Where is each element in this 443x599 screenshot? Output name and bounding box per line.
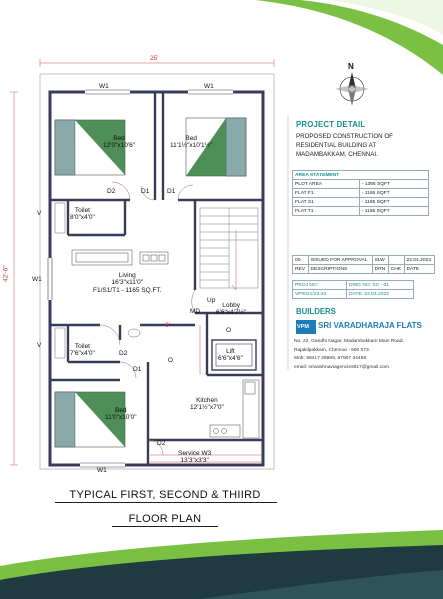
email-line: email: srivaishnaviagencies817@gmail.com bbox=[294, 364, 389, 370]
builder-address: No. 22, Gandhi Nagar, Madambakkam Main R… bbox=[294, 338, 434, 372]
proj-no-value: VP#021/23-24 bbox=[291, 289, 348, 299]
area-row-label: FLAT S1 bbox=[292, 197, 360, 207]
builder-logo bbox=[296, 320, 316, 334]
title-underline bbox=[55, 502, 277, 503]
ventilator-label: V bbox=[37, 342, 42, 349]
project-detail-heading: PROJECT DETAIL bbox=[296, 120, 366, 129]
kitchen-marker: O bbox=[168, 357, 174, 364]
main-door-label: MD bbox=[190, 308, 201, 315]
stair-up-label: Up bbox=[207, 297, 216, 304]
builders-heading: BUILDERS bbox=[296, 307, 336, 316]
window-label: W1 bbox=[204, 83, 214, 90]
door-label: D2 bbox=[157, 440, 166, 447]
logo-text: VPM bbox=[297, 324, 309, 330]
plan-title: TYPICAL FIRST, SECOND & THIIRD bbox=[69, 489, 261, 501]
rev-header: DATE bbox=[403, 264, 435, 274]
window-label: W1 bbox=[99, 83, 109, 90]
address-line: No. 22, Gandhi Nagar, Madambakkam Main R… bbox=[294, 339, 404, 344]
area-row-label: FLAT F1 bbox=[292, 188, 360, 198]
dwg-no: DWG NO: SC - 01 bbox=[346, 280, 414, 290]
lobby-gap-dimension: 6' bbox=[165, 322, 170, 329]
lobby-marker: O bbox=[226, 327, 232, 334]
plan-subtitle: FLOOR PLAN bbox=[128, 513, 202, 525]
company-name: SRI VARADHARAJA FLATS bbox=[318, 321, 422, 330]
top-swoosh bbox=[255, 0, 443, 75]
ventilator-label: V bbox=[37, 210, 42, 217]
rev-header: DESCRIPTIONS bbox=[307, 264, 373, 274]
window-label: W1 bbox=[32, 276, 42, 283]
door-label: D1 bbox=[167, 188, 176, 195]
door-label: D1 bbox=[133, 366, 142, 373]
area-row-value: - 1395 SQFT bbox=[358, 179, 430, 189]
north-label: N bbox=[348, 62, 354, 71]
area-row-value: - 1165 SQFT bbox=[358, 188, 430, 198]
area-statement-heading: AREA STATEMENT bbox=[292, 170, 429, 180]
revision-table: 00. ISSUED FOR APPROVAL SLW 22.04.2023 R… bbox=[292, 255, 435, 274]
rev-header: DRN bbox=[371, 264, 389, 274]
rev-header: REV bbox=[292, 264, 309, 274]
rev-chk bbox=[387, 255, 405, 265]
area-row-value: - 1165 SQFT bbox=[358, 206, 430, 216]
door-label: D1 bbox=[141, 188, 150, 195]
window-label: W1 bbox=[97, 467, 107, 474]
subtitle-underline bbox=[112, 526, 218, 527]
rev-header: CHK bbox=[387, 264, 405, 274]
door-label: D2 bbox=[107, 188, 116, 195]
rev-drn: SLW bbox=[371, 255, 389, 265]
rev-date: 22.04.2023 bbox=[403, 255, 435, 265]
area-row-label: FLAT T1 bbox=[292, 206, 360, 216]
address-line: Rajakilpakkam, Chennai - 600 073. bbox=[294, 347, 371, 353]
height-dimension: 42'-6" bbox=[2, 265, 10, 283]
rev-desc: ISSUED FOR APPROVAL bbox=[307, 255, 373, 265]
bed-furniture bbox=[54, 117, 247, 448]
area-row-value: - 1165 SQFT bbox=[358, 197, 430, 207]
area-statement-table: AREA STATEMENT PLOT AREA- 1395 SQFT FLAT… bbox=[292, 170, 430, 216]
proj-no-label: PROJ NO: bbox=[291, 280, 348, 290]
north-compass bbox=[335, 72, 369, 106]
mobile-line: Mob: 98417 29869, 97907 34469. bbox=[294, 356, 368, 362]
door-label: D2 bbox=[119, 350, 128, 357]
project-number-table: PROJ NO: DWG NO: SC - 01 VP#021/23-24 DA… bbox=[291, 280, 414, 299]
project-description: PROPOSED CONSTRUCTION OF RESIDENTIAL BUI… bbox=[296, 133, 393, 158]
width-dimension: 25' bbox=[150, 55, 159, 62]
rev-no: 00. bbox=[292, 255, 309, 265]
area-row-label: PLOT AREA bbox=[292, 179, 360, 189]
dwg-date: DATE: 22.04.2023 bbox=[346, 289, 414, 299]
